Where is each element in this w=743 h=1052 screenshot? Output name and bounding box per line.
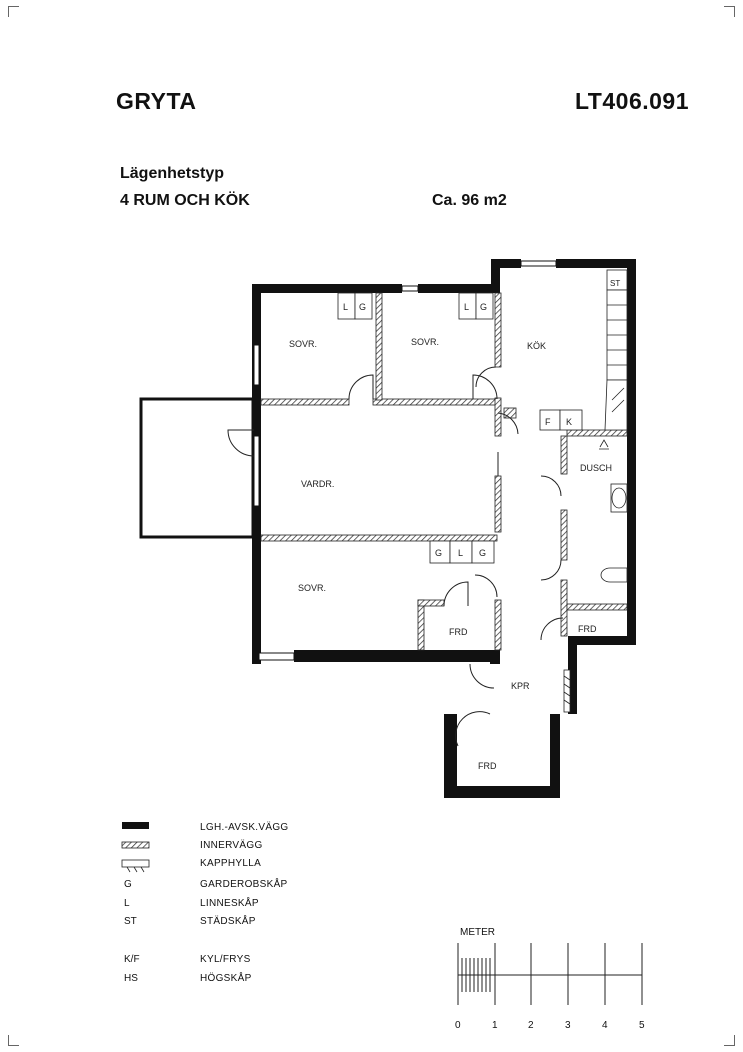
closet-label-l-2: L <box>464 302 469 312</box>
apartment-rooms: 4 RUM OCH KÖK <box>120 192 250 209</box>
room-label-sovr-2: SOVR. <box>411 337 439 347</box>
balcony <box>139 397 255 539</box>
toilet-icon <box>600 567 628 583</box>
scale-title: METER <box>460 927 495 938</box>
legend-symbol: K/F <box>124 954 140 965</box>
plan-code: LT406.091 <box>574 88 689 114</box>
windows <box>253 260 557 661</box>
bathroom-fixtures <box>599 439 628 583</box>
room-label-frd-2: FRD <box>578 624 597 634</box>
crop-mark-tr <box>724 6 735 17</box>
closet-label-st: ST <box>610 279 620 288</box>
closet-label-g-2: G <box>480 302 487 312</box>
scale-tick-label: 1 <box>492 1020 498 1031</box>
legend-text: LGH.-AVSK.VÄGG <box>200 822 289 833</box>
room-label-frd-1: FRD <box>449 627 468 637</box>
closet-label-k: K <box>566 417 572 427</box>
shower-icon <box>599 439 609 450</box>
room-label-vardr: VARDR. <box>301 479 334 489</box>
project-name: GRYTA <box>116 88 197 114</box>
kitchen-counter <box>539 269 628 431</box>
legend-text: KAPPHYLLA <box>200 858 262 869</box>
legend-symbol: ST <box>124 916 137 927</box>
scale-bar <box>457 943 643 1005</box>
crop-mark-tl <box>8 6 19 17</box>
room-label-kpr: KPR <box>511 681 530 691</box>
room-label-kok: KÖK <box>527 341 546 351</box>
door-swings <box>227 366 564 747</box>
crop-mark-bl <box>8 1035 19 1046</box>
coat-shelf-icon <box>121 859 150 873</box>
closet-label-g-3: G <box>435 548 442 558</box>
crop-mark-br <box>724 1035 735 1046</box>
thick-wall-icon <box>122 822 149 829</box>
coat-shelf <box>563 669 571 713</box>
closet-label-l-1: L <box>343 302 348 312</box>
legend-text: KYL/FRYS <box>200 954 251 965</box>
interior-walls <box>260 292 628 651</box>
closet-label-l-3: L <box>458 548 463 558</box>
legend-symbol: G <box>124 879 132 890</box>
scale-tick-label: 5 <box>639 1020 645 1031</box>
hatched-wall-icon <box>121 841 150 849</box>
sink-icon <box>611 487 627 509</box>
closet-label-f: F <box>545 417 551 427</box>
room-label-sovr-1: SOVR. <box>289 339 317 349</box>
legend-text: INNERVÄGG <box>200 840 263 851</box>
apartment-area: Ca. 96 m2 <box>432 192 507 209</box>
scale-tick-label: 2 <box>528 1020 534 1031</box>
apartment-type-label: Lägenhetstyp <box>120 165 225 182</box>
legend-text: GARDEROBSKÅP <box>200 879 288 890</box>
legend-symbol: L <box>124 898 130 909</box>
scale-tick-label: 0 <box>455 1020 461 1031</box>
scale-tick-label: 4 <box>602 1020 608 1031</box>
legend-text: HÖGSKÅP <box>200 973 252 984</box>
closet-label-g-1: G <box>359 302 366 312</box>
legend-text: STÄDSKÅP <box>200 916 256 927</box>
closet-label-g-4: G <box>479 548 486 558</box>
room-label-frd-3: FRD <box>478 761 497 771</box>
room-label-dusch: DUSCH <box>580 463 612 473</box>
legend-text: LINNESKÅP <box>200 898 259 909</box>
wardrobes <box>337 292 495 564</box>
legend-symbol: HS <box>124 973 138 984</box>
scale-tick-label: 3 <box>565 1020 571 1031</box>
room-label-sovr-3: SOVR. <box>298 583 326 593</box>
